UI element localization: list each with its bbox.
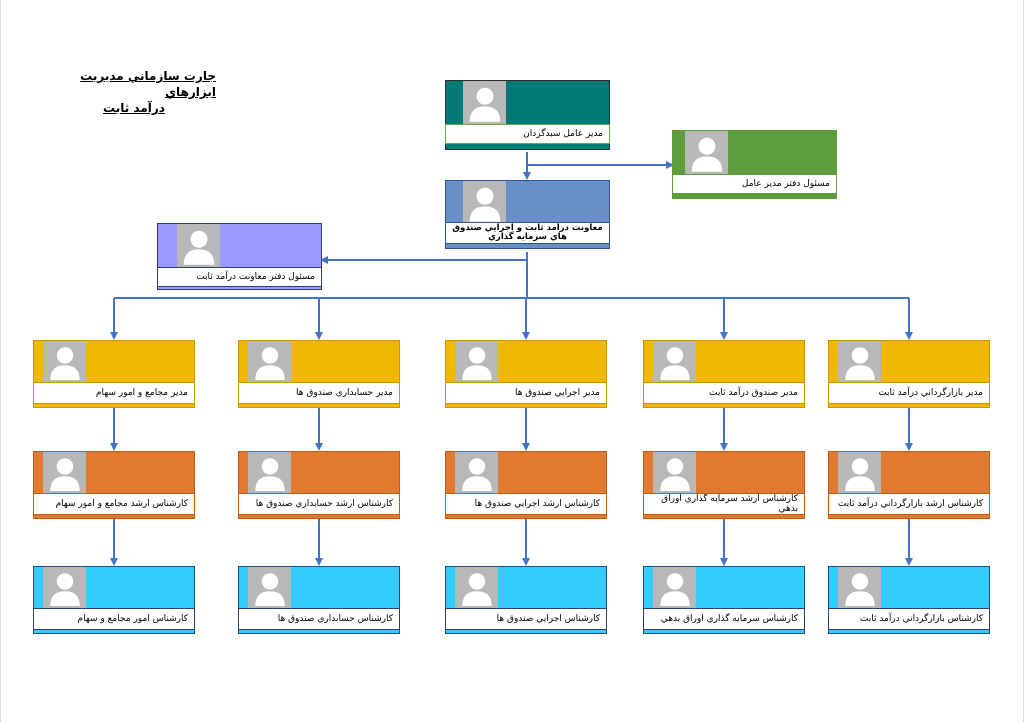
senior-node-2-label: كارشناس ارشد سرمايه گذاري اوراق بدهي <box>643 493 805 515</box>
chart-title: جارت سازماني مديريت ابزارهاي درآمد ثابت <box>52 68 216 116</box>
title-line-2: درآمد ثابت <box>103 101 165 115</box>
manager-node-3-photo <box>455 341 498 383</box>
manager-node-1-label: مدير بازارگرداني درآمد ثابت <box>828 382 990 404</box>
person-avatar-icon <box>254 458 285 491</box>
manager-node-2-label: مدير صندوق درآمد ثابت <box>643 382 805 404</box>
expert-node-4-photo <box>248 567 291 609</box>
senior-node-5: كارشناس ارشد مجامع و امور سهام <box>33 451 195 523</box>
manager-node-3-label: مدير اجرايي صندوق ها <box>445 382 607 404</box>
senior-node-2: كارشناس ارشد سرمايه گذاري اوراق بدهي <box>643 451 805 523</box>
person-avatar-icon <box>49 573 80 606</box>
person-avatar-icon <box>659 347 690 380</box>
person-avatar-icon <box>254 347 285 380</box>
senior-node-5-photo <box>43 452 86 494</box>
manager-node-3: مدير اجرايي صندوق ها <box>445 340 607 412</box>
person-avatar-icon <box>469 187 500 222</box>
expert-node-3-photo <box>455 567 498 609</box>
person-avatar-icon <box>844 573 875 606</box>
person-avatar-icon <box>49 458 80 491</box>
expert-node-4-label: كارشناس حسابداري صندوق ها <box>238 608 400 630</box>
person-avatar-icon <box>659 573 690 606</box>
node-ceo-photo <box>463 81 506 125</box>
node-deputy-office: مسئول دفتر معاونت درآمد ثابت <box>157 223 322 291</box>
senior-node-1: كارشناس ارشد بازارگرداني درآمد ثابت <box>828 451 990 523</box>
node-ceo-label: مدير عامل سبدگردان <box>445 124 610 144</box>
node-ceo-office: مسئول دفتر مدير عامل <box>672 130 837 202</box>
manager-node-1: مدير بازارگرداني درآمد ثابت <box>828 340 990 412</box>
senior-node-5-label: كارشناس ارشد مجامع و امور سهام <box>33 493 195 515</box>
expert-node-2-label: كارشناس سرمايه گذاري اوراق بدهي <box>643 608 805 630</box>
senior-node-3-label: كارشناس ارشد اجرايي صندوق ها <box>445 493 607 515</box>
node-deputy-photo <box>463 181 506 225</box>
senior-node-4: كارشناس ارشد حسابداري صندوق ها <box>238 451 400 523</box>
expert-node-2-photo <box>653 567 696 609</box>
node-deputy: معاونت درآمد ثابت و اجرايي صندوق هاي سرم… <box>445 180 610 252</box>
node-deputy-label: معاونت درآمد ثابت و اجرايي صندوق هاي سرم… <box>445 222 610 244</box>
senior-node-1-photo <box>838 452 881 494</box>
manager-node-4-photo <box>248 341 291 383</box>
expert-node-2: كارشناس سرمايه گذاري اوراق بدهي <box>643 566 805 638</box>
manager-node-5-label: مدير مجامع و امور سهام <box>33 382 195 404</box>
person-avatar-icon <box>461 347 492 380</box>
expert-node-1-photo <box>838 567 881 609</box>
manager-node-4-label: مدير حسابداري صندوق ها <box>238 382 400 404</box>
person-avatar-icon <box>844 347 875 380</box>
person-avatar-icon <box>691 137 722 172</box>
senior-node-2-photo <box>653 452 696 494</box>
person-avatar-icon <box>461 458 492 491</box>
senior-node-4-photo <box>248 452 291 494</box>
expert-node-4: كارشناس حسابداري صندوق ها <box>238 566 400 638</box>
person-avatar-icon <box>844 458 875 491</box>
senior-node-1-label: كارشناس ارشد بازارگرداني درآمد ثابت <box>828 493 990 515</box>
node-deputy-office-photo <box>177 224 220 268</box>
node-deputy-office-label: مسئول دفتر معاونت درآمد ثابت <box>157 267 322 287</box>
person-avatar-icon <box>183 230 214 265</box>
senior-node-3: كارشناس ارشد اجرايي صندوق ها <box>445 451 607 523</box>
expert-node-5-photo <box>43 567 86 609</box>
manager-node-2: مدير صندوق درآمد ثابت <box>643 340 805 412</box>
expert-node-1-label: كارشناس بازارگرداني درآمد ثابت <box>828 608 990 630</box>
node-ceo: مدير عامل سبدگردان <box>445 80 610 152</box>
node-ceo-office-photo <box>685 131 728 175</box>
person-avatar-icon <box>49 347 80 380</box>
person-avatar-icon <box>461 573 492 606</box>
expert-node-3: كارشناس اجرايي صندوق ها <box>445 566 607 638</box>
expert-node-5-label: كارشناس امور مجامع و سهام <box>33 608 195 630</box>
manager-node-2-photo <box>653 341 696 383</box>
manager-node-4: مدير حسابداري صندوق ها <box>238 340 400 412</box>
senior-node-4-label: كارشناس ارشد حسابداري صندوق ها <box>238 493 400 515</box>
expert-node-5: كارشناس امور مجامع و سهام <box>33 566 195 638</box>
expert-node-1: كارشناس بازارگرداني درآمد ثابت <box>828 566 990 638</box>
manager-node-5-photo <box>43 341 86 383</box>
node-ceo-office-label: مسئول دفتر مدير عامل <box>672 174 837 194</box>
manager-node-5: مدير مجامع و امور سهام <box>33 340 195 412</box>
person-avatar-icon <box>254 573 285 606</box>
person-avatar-icon <box>469 87 500 122</box>
person-avatar-icon <box>659 458 690 491</box>
expert-node-3-label: كارشناس اجرايي صندوق ها <box>445 608 607 630</box>
senior-node-3-photo <box>455 452 498 494</box>
title-line-1: جارت سازماني مديريت ابزارهاي <box>80 69 216 99</box>
manager-node-1-photo <box>838 341 881 383</box>
